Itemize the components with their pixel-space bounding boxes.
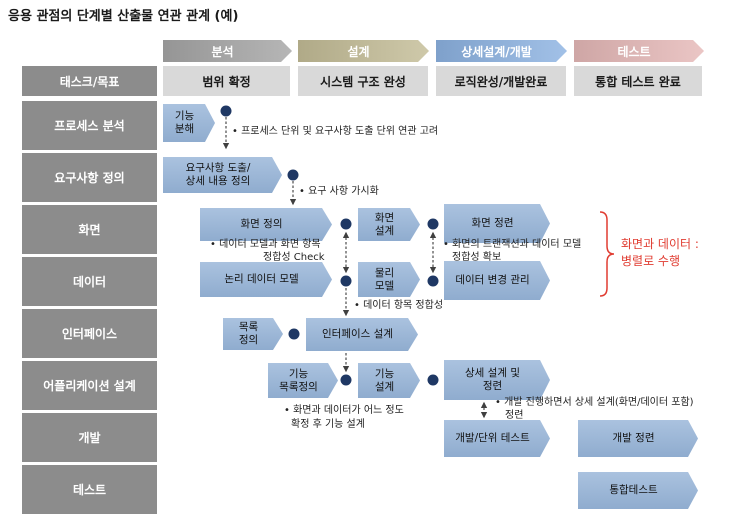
note-data-screen-consistency-line2: 정합성 Check bbox=[263, 252, 325, 263]
goal-system-structure-complete: 시스템 구조 완성 bbox=[298, 66, 428, 96]
milestone-dot-screen-definition bbox=[340, 218, 352, 230]
milestone-dot-logical-data bbox=[340, 275, 352, 287]
milestone-dot-screen-design bbox=[427, 218, 439, 230]
milestone-dot-function-list bbox=[340, 374, 352, 386]
task-goal-header: 태스크/목표 bbox=[22, 66, 157, 96]
milestone-dot-function-design bbox=[427, 374, 439, 386]
activity-dev-refinement: 개발 정련 bbox=[578, 420, 698, 457]
note-function-design-timing-line2: 확정 후 기능 설계 bbox=[291, 419, 365, 430]
note-process-requirements-link: • 프로세스 단위 및 요구사항 도출 단위 연관 고려 bbox=[232, 126, 439, 137]
goal-logic-development-complete: 로직완성/개발완료 bbox=[436, 66, 566, 96]
activity-integration-test: 통합테스트 bbox=[578, 472, 698, 509]
milestone-dot-requirements bbox=[287, 169, 299, 181]
note-function-design-timing-line1: • 화면과 데이터가 어느 정도 bbox=[284, 405, 404, 416]
row-label-requirements: 요구사항 정의 bbox=[22, 153, 157, 202]
row-label-test: 테스트 bbox=[22, 465, 157, 514]
phase-design: 설계 bbox=[298, 40, 429, 62]
note-transaction-data-consistency-line2: 정합성 확보 bbox=[452, 252, 502, 263]
activity-logical-data-model: 논리 데이터 모델 bbox=[200, 262, 332, 297]
row-label-application-design: 어플리케이션 설계 bbox=[22, 361, 157, 410]
activity-screen-definition: 화면 정의 bbox=[200, 208, 332, 241]
callout-parallel-line2: 병렬로 수행 bbox=[621, 254, 681, 268]
activity-screen-refinement: 화면 정련 bbox=[444, 204, 550, 243]
activity-dev-unit-test: 개발/단위 테스트 bbox=[444, 420, 550, 457]
milestone-dot-physical-model bbox=[427, 275, 439, 287]
note-data-screen-consistency-line1: • 데이터 모델과 화면 항목 bbox=[210, 239, 321, 250]
callout-parallel-line1: 화면과 데이터 : bbox=[621, 237, 699, 251]
note-data-item-consistency: • 데이터 항목 정합성 bbox=[354, 300, 444, 311]
note-transaction-data-consistency-line1: • 화면의 트랜잭션과 데이터 모델 bbox=[443, 239, 582, 250]
activity-interface-list-definition: 목록 정의 bbox=[223, 318, 283, 350]
row-label-process-analysis: 프로세스 분석 bbox=[22, 101, 157, 150]
activity-requirements-definition: 요구사항 도출/ 상세 내용 정의 bbox=[163, 157, 282, 193]
row-label-screen: 화면 bbox=[22, 205, 157, 254]
row-label-interface: 인터페이스 bbox=[22, 309, 157, 358]
activity-interface-design: 인터페이스 설계 bbox=[306, 318, 418, 351]
goal-integration-test-complete: 통합 테스트 완료 bbox=[574, 66, 702, 96]
note-detail-design-refinement-line2: 정련 bbox=[505, 410, 524, 421]
activity-function-decomposition: 기능 분해 bbox=[163, 104, 215, 142]
activity-function-design: 기능 설계 bbox=[358, 363, 420, 398]
goal-scope-confirmed: 범위 확정 bbox=[163, 66, 290, 96]
phase-test: 테스트 bbox=[574, 40, 704, 62]
activity-physical-model: 물리 모델 bbox=[358, 262, 420, 297]
activity-screen-design: 화면 설계 bbox=[358, 208, 420, 241]
note-requirements-visualization: • 요구 사항 가시화 bbox=[299, 186, 379, 197]
milestone-dot-function-decomposition bbox=[220, 105, 232, 117]
phase-detail-design-development: 상세설계/개발 bbox=[436, 40, 567, 62]
activity-detail-design-refinement: 상세 설계 및 정련 bbox=[444, 360, 550, 400]
parallel-bracket bbox=[599, 211, 615, 297]
activity-function-list-definition: 기능 목록정의 bbox=[268, 363, 338, 398]
note-detail-design-refinement-line1: • 개발 진행하면서 상세 설계(화면/데이터 포함) bbox=[495, 397, 694, 408]
diagram-title: 응용 관점의 단계별 산출물 연관 관계 (예) bbox=[8, 9, 239, 24]
row-label-data: 데이터 bbox=[22, 257, 157, 306]
phase-analysis: 분석 bbox=[163, 40, 292, 62]
milestone-dot-interface-list bbox=[288, 328, 300, 340]
activity-data-change-management: 데이터 변경 관리 bbox=[444, 261, 550, 300]
row-label-development: 개발 bbox=[22, 413, 157, 462]
